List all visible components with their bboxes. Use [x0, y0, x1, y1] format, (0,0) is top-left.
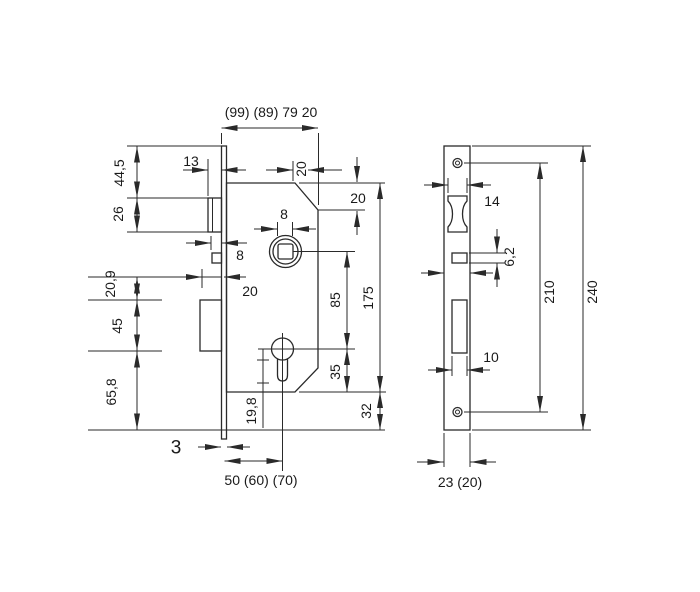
dim-chamfer-height: 20	[350, 157, 366, 235]
latch-bolt	[207, 197, 223, 233]
dim-follower-to-cylinder: 85	[327, 251, 350, 349]
screw-hole-bottom	[452, 406, 463, 418]
faceplate-front	[443, 145, 471, 431]
dim-latch-protrusion-label: 13	[183, 153, 199, 169]
dim-faceplate-width: 23 (20)	[417, 433, 496, 490]
reference-lines-left	[88, 145, 386, 431]
dim-chamfer-width: 20	[266, 161, 342, 181]
dim-deadbolt-to-cylinder-label: 45	[109, 318, 125, 334]
screw-hole-top	[452, 157, 463, 169]
dim-follower-square: 8	[254, 206, 316, 236]
spindle-square-hole	[277, 243, 294, 260]
dim-case-depth: (99) (89) 79 20	[221, 104, 319, 205]
dim-follower-square-label: 8	[280, 206, 288, 222]
dim-deadbolt-throw: 20	[178, 269, 258, 299]
dim-case-height: 175	[360, 183, 383, 392]
dim-pin-cutout-height: 6,2	[469, 229, 517, 287]
dim-chamfer-width-label: 20	[293, 161, 309, 177]
dim-pin-cutout-height-label: 6,2	[501, 247, 517, 267]
dim-bolt-cutout-width-label: 10	[483, 349, 499, 365]
faceplate-side	[220, 145, 228, 440]
dim-screw-spacing-label: 210	[541, 280, 557, 304]
faceplate-front-view: 14 6,2 10 210	[417, 145, 600, 490]
dim-bolt-cutout-width: 10	[428, 349, 499, 376]
dim-latch-cutout-width: 14	[424, 178, 500, 209]
dim-screw-spacing: 210	[464, 162, 557, 413]
dim-plate-thickness-label: 3	[171, 438, 182, 459]
dim-plate-thickness: 3	[171, 438, 250, 459]
euro-cylinder-hole	[270, 333, 295, 471]
deadbolt-cutout	[451, 299, 468, 354]
lock-case	[225, 182, 319, 393]
deadlatch-pin	[211, 252, 223, 264]
dim-case-depth-label: (99) (89) 79 20	[225, 104, 318, 120]
dim-faceplate-length: 240	[472, 145, 600, 431]
lock-side-view: (99) (89) 79 20 13 20 20 8	[88, 104, 386, 488]
deadbolt	[199, 299, 223, 352]
dim-case-to-plate-bottom-label: 32	[358, 403, 374, 419]
dim-cylinder-depth-label: 19,8	[243, 397, 259, 424]
dim-deadbolt-throw-label: 20	[242, 283, 258, 299]
dim-cylinder-to-case-bottom-label: 35	[327, 364, 343, 380]
dim-chamfer-height-label: 20	[350, 190, 366, 206]
dim-pin-protrusion: 8	[186, 236, 247, 263]
dim-case-height-label: 175	[360, 286, 376, 310]
latch-cutout	[447, 195, 468, 233]
dim-latch-protrusion: 13	[183, 153, 246, 196]
dim-cylinder-depth: 19,8	[243, 349, 269, 428]
dim-cylinder-to-plate-bottom-label: 65,8	[103, 378, 119, 405]
dim-faceplate-width-label: 23 (20)	[438, 474, 482, 490]
dim-mid-spacing-label: 20,9	[102, 270, 118, 297]
dim-backset: 50 (60) (70)	[224, 458, 298, 488]
dim-cylinder-to-case-bottom: 35	[327, 349, 350, 392]
dim-backset-label: 50 (60) (70)	[224, 472, 297, 488]
dim-latch-cutout-width-label: 14	[484, 193, 500, 209]
dim-left-column: 44,5 26 20,9 45 65,8	[102, 146, 140, 430]
pin-cutout	[451, 252, 468, 264]
dim-plate-top-to-latch-label: 44,5	[111, 159, 127, 186]
dim-follower-to-cylinder-label: 85	[327, 292, 343, 308]
dim-faceplate-length-label: 240	[584, 280, 600, 304]
dim-latch-height-label: 26	[110, 206, 126, 222]
dim-pin-protrusion-label: 8	[236, 247, 244, 263]
dim-case-to-plate-bottom: 32	[358, 392, 383, 430]
